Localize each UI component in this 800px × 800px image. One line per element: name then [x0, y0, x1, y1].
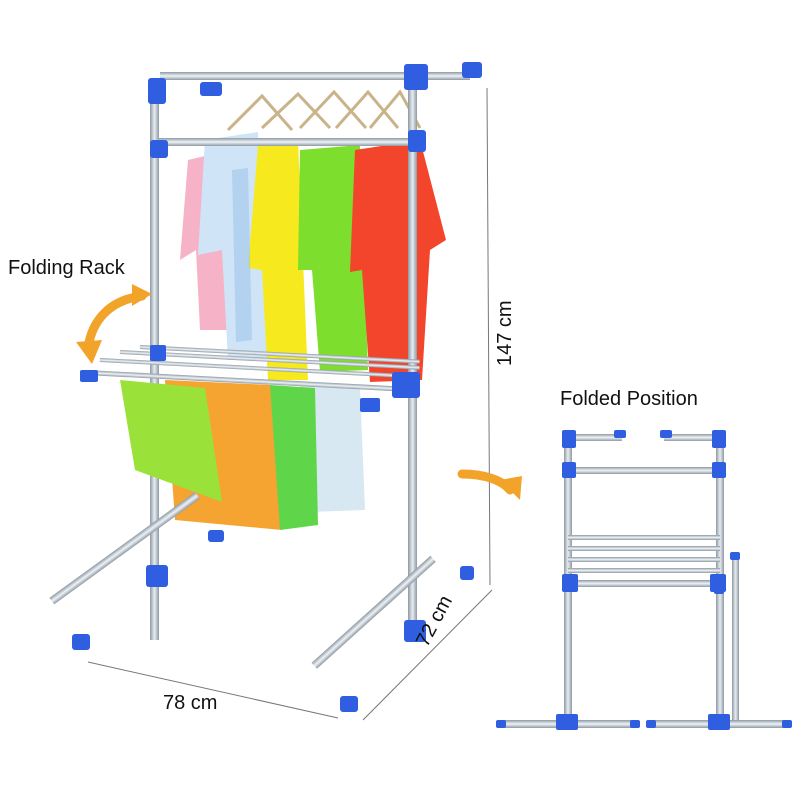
right-leg-foot [340, 696, 358, 712]
right-upright [408, 75, 417, 635]
shirt-green [298, 145, 368, 372]
folded-position-label: Folded Position [560, 388, 698, 410]
left-base-leg [49, 492, 200, 605]
towels [120, 380, 365, 530]
right-base-leg [311, 555, 436, 669]
folded-upper-bar [568, 467, 722, 474]
left-leg-foot [72, 634, 90, 650]
towel-lime [120, 380, 222, 502]
folded-rack [496, 430, 792, 730]
width-dimension-label: 78 cm [163, 692, 218, 714]
connector-mid-left [150, 140, 168, 158]
top-bar [160, 72, 470, 80]
folded-top-left-bar [570, 434, 622, 441]
left-leg-joint [146, 565, 168, 587]
wing-connector-center [150, 345, 166, 361]
connector-mid-right [408, 130, 426, 152]
right-leg-joint [404, 620, 426, 642]
depth-dimension-line [362, 589, 493, 721]
folded-wing-bars [568, 535, 720, 573]
arrow-right-icon [457, 469, 522, 500]
fold-arrow-icon [76, 284, 152, 364]
towel-green-back [270, 385, 318, 530]
wing-connector-left [80, 370, 98, 382]
height-dimension-line [486, 87, 491, 586]
width-dimension-line [87, 661, 339, 719]
right-leg-end [460, 566, 474, 580]
shirt-yellow [248, 140, 308, 380]
base-legs [49, 492, 474, 712]
folding-wing [80, 344, 420, 412]
connector-top-left [148, 78, 166, 104]
connector-top-right [404, 64, 428, 90]
wing-connector-right [392, 372, 420, 398]
dimension-lines [87, 87, 493, 721]
height-dimension-label: 147 cm [494, 300, 516, 366]
shirt-stripe-blue [232, 168, 252, 342]
hanging-clothes [180, 89, 446, 382]
wing-connector-right-2 [360, 398, 380, 412]
folded-spare-pole [732, 556, 739, 722]
folding-rack-label: Folding Rack [8, 257, 125, 279]
connector-top-left-cap [200, 82, 222, 96]
upper-hanging-bar [158, 138, 418, 146]
left-leg-end [208, 530, 224, 542]
hangers [226, 89, 422, 132]
folded-top-right-bar [664, 434, 720, 441]
shirt-red [350, 140, 446, 382]
folded-lower-bar [568, 580, 722, 587]
connector-top-right-cap [462, 62, 482, 78]
